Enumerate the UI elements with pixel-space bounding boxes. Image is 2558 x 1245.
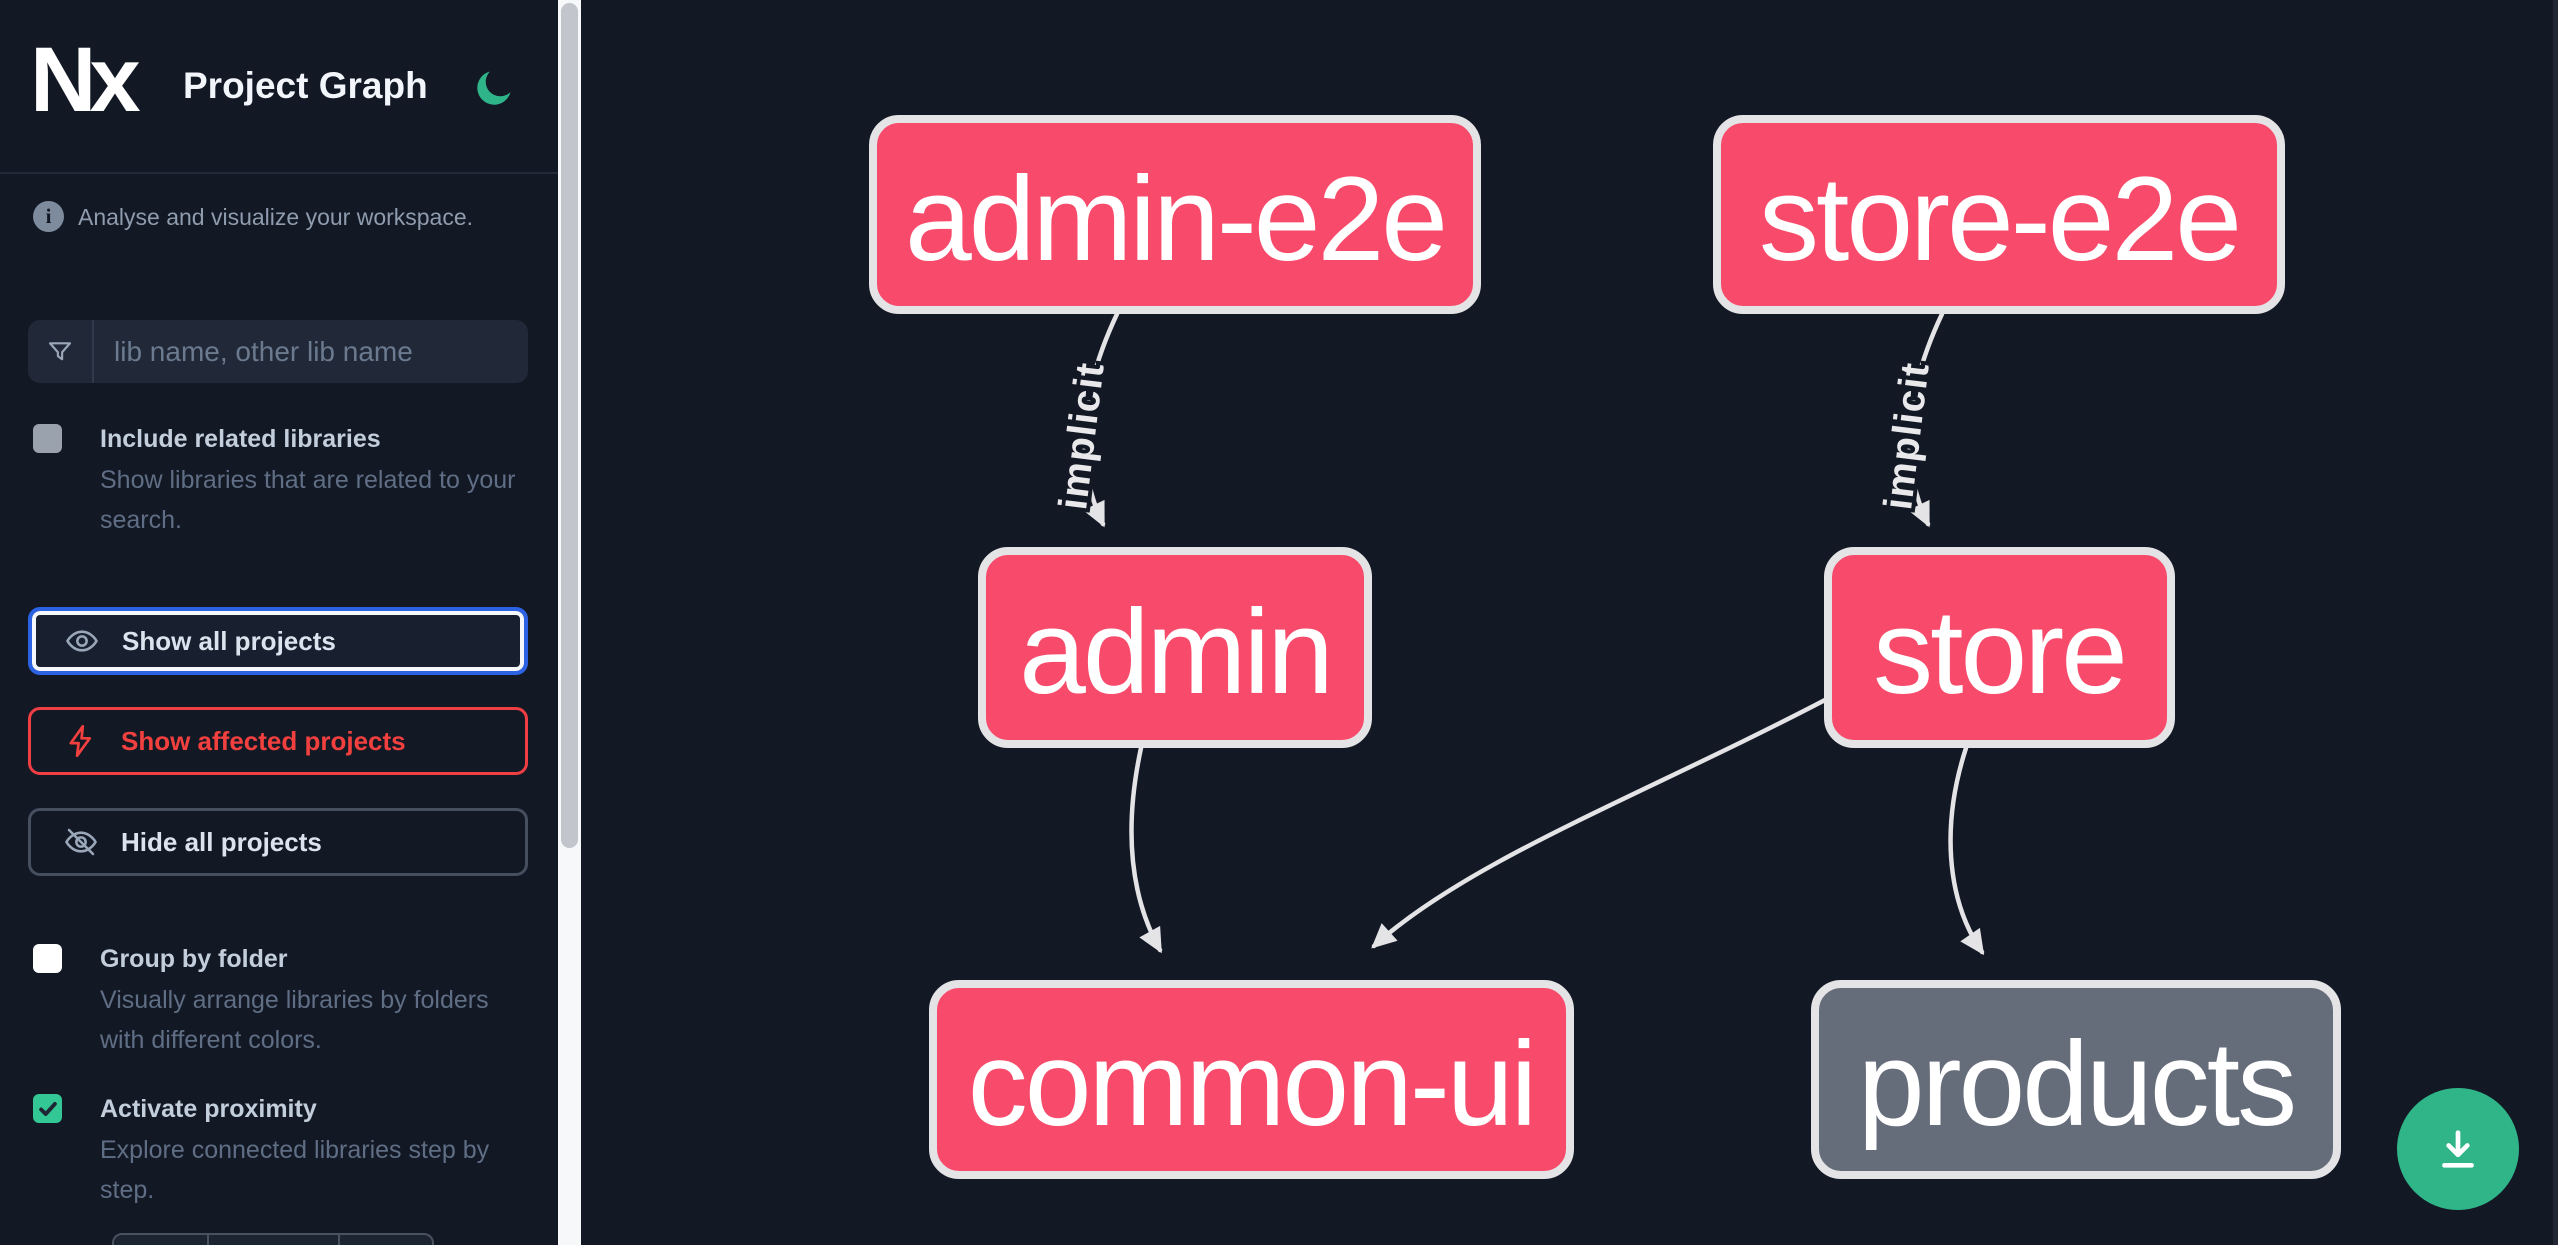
workspace-tagline: Analyse and visualize your workspace. <box>78 204 474 230</box>
node-admin[interactable]: admin <box>978 547 1372 748</box>
hide-all-projects-button[interactable]: Hide all projects <box>28 808 528 876</box>
info-icon: i <box>33 201 64 232</box>
checkbox-group-by-folder[interactable] <box>33 944 62 973</box>
theme-toggle[interactable] <box>472 66 516 110</box>
node-label: admin <box>1019 585 1331 719</box>
node-label: store <box>1873 585 2125 719</box>
group-by-folder-label: Group by folder <box>100 945 288 973</box>
node-products[interactable]: products <box>1811 980 2341 1179</box>
edge-store-to-products <box>1948 745 1985 956</box>
download-icon <box>2442 1130 2474 1168</box>
graph-canvas[interactable]: implicit implicit admin-e2e store-e2e ad… <box>581 0 2558 1245</box>
workspace-info-row: i Analyse and visualize your workspace. <box>33 200 533 236</box>
segment-middle[interactable] <box>207 1235 338 1245</box>
node-label: store-e2e <box>1759 152 2239 286</box>
edge-admin-e2e-to-admin <box>1082 311 1120 528</box>
node-store-e2e[interactable]: store-e2e <box>1713 115 2285 314</box>
check-icon <box>38 1101 57 1116</box>
scrollbar-thumb[interactable] <box>561 3 578 848</box>
sidebar-scrollbar[interactable] <box>558 0 581 1245</box>
edge-store-to-common-ui <box>1371 697 1828 949</box>
sidebar: Nx Project Graph i Analyse and visualize… <box>0 0 558 1245</box>
checkbox-include-related[interactable] <box>33 424 62 453</box>
node-label: common-ui <box>968 1017 1535 1151</box>
search-input[interactable] <box>94 320 528 383</box>
project-filter <box>28 320 528 383</box>
activate-proximity-label: Activate proximity <box>100 1095 317 1123</box>
checkbox-activate-proximity[interactable] <box>33 1094 62 1123</box>
page-title: Project Graph <box>183 65 428 106</box>
activate-proximity-description: Explore connected libraries step by step… <box>100 1136 490 1204</box>
edge-label-implicit: implicit <box>1876 360 1938 512</box>
edge-admin-to-common-ui <box>1129 745 1163 954</box>
include-related-label: Include related libraries <box>100 425 381 453</box>
funnel-icon <box>48 341 72 360</box>
show-all-projects-button[interactable]: Show all projects <box>28 607 528 675</box>
download-graph-button[interactable] <box>2397 1088 2519 1210</box>
node-label: admin-e2e <box>905 152 1445 286</box>
canvas-right-scrollbar[interactable] <box>2553 0 2558 1245</box>
eye-off-icon <box>65 828 97 856</box>
node-common-ui[interactable]: common-ui <box>929 980 1574 1179</box>
project-graph-svg: implicit implicit admin-e2e store-e2e ad… <box>869 115 2341 1179</box>
show-affected-projects-label: Show affected projects <box>121 725 406 756</box>
segment-left[interactable] <box>114 1235 207 1245</box>
nx-logo: Nx <box>30 29 141 131</box>
node-store[interactable]: store <box>1824 547 2175 748</box>
filter-icon-cell <box>28 320 94 383</box>
include-related-description: Show libraries that are related to your … <box>100 466 516 534</box>
edge-label-implicit: implicit <box>1051 360 1113 512</box>
proximity-depth-control[interactable] <box>112 1233 434 1245</box>
moon-icon <box>477 71 511 105</box>
node-admin-e2e[interactable]: admin-e2e <box>869 115 1481 314</box>
edge-store-e2e-to-store <box>1907 311 1945 528</box>
show-all-projects-label: Show all projects <box>122 625 336 656</box>
eye-icon <box>66 630 98 652</box>
segment-right[interactable] <box>338 1235 428 1245</box>
hide-all-projects-label: Hide all projects <box>121 826 322 857</box>
node-label: products <box>1858 1017 2294 1151</box>
bolt-icon <box>69 724 92 758</box>
sidebar-header: Nx Project Graph <box>0 0 558 174</box>
show-affected-projects-button[interactable]: Show affected projects <box>28 707 528 775</box>
group-by-folder-description: Visually arrange libraries by folders wi… <box>100 986 489 1054</box>
